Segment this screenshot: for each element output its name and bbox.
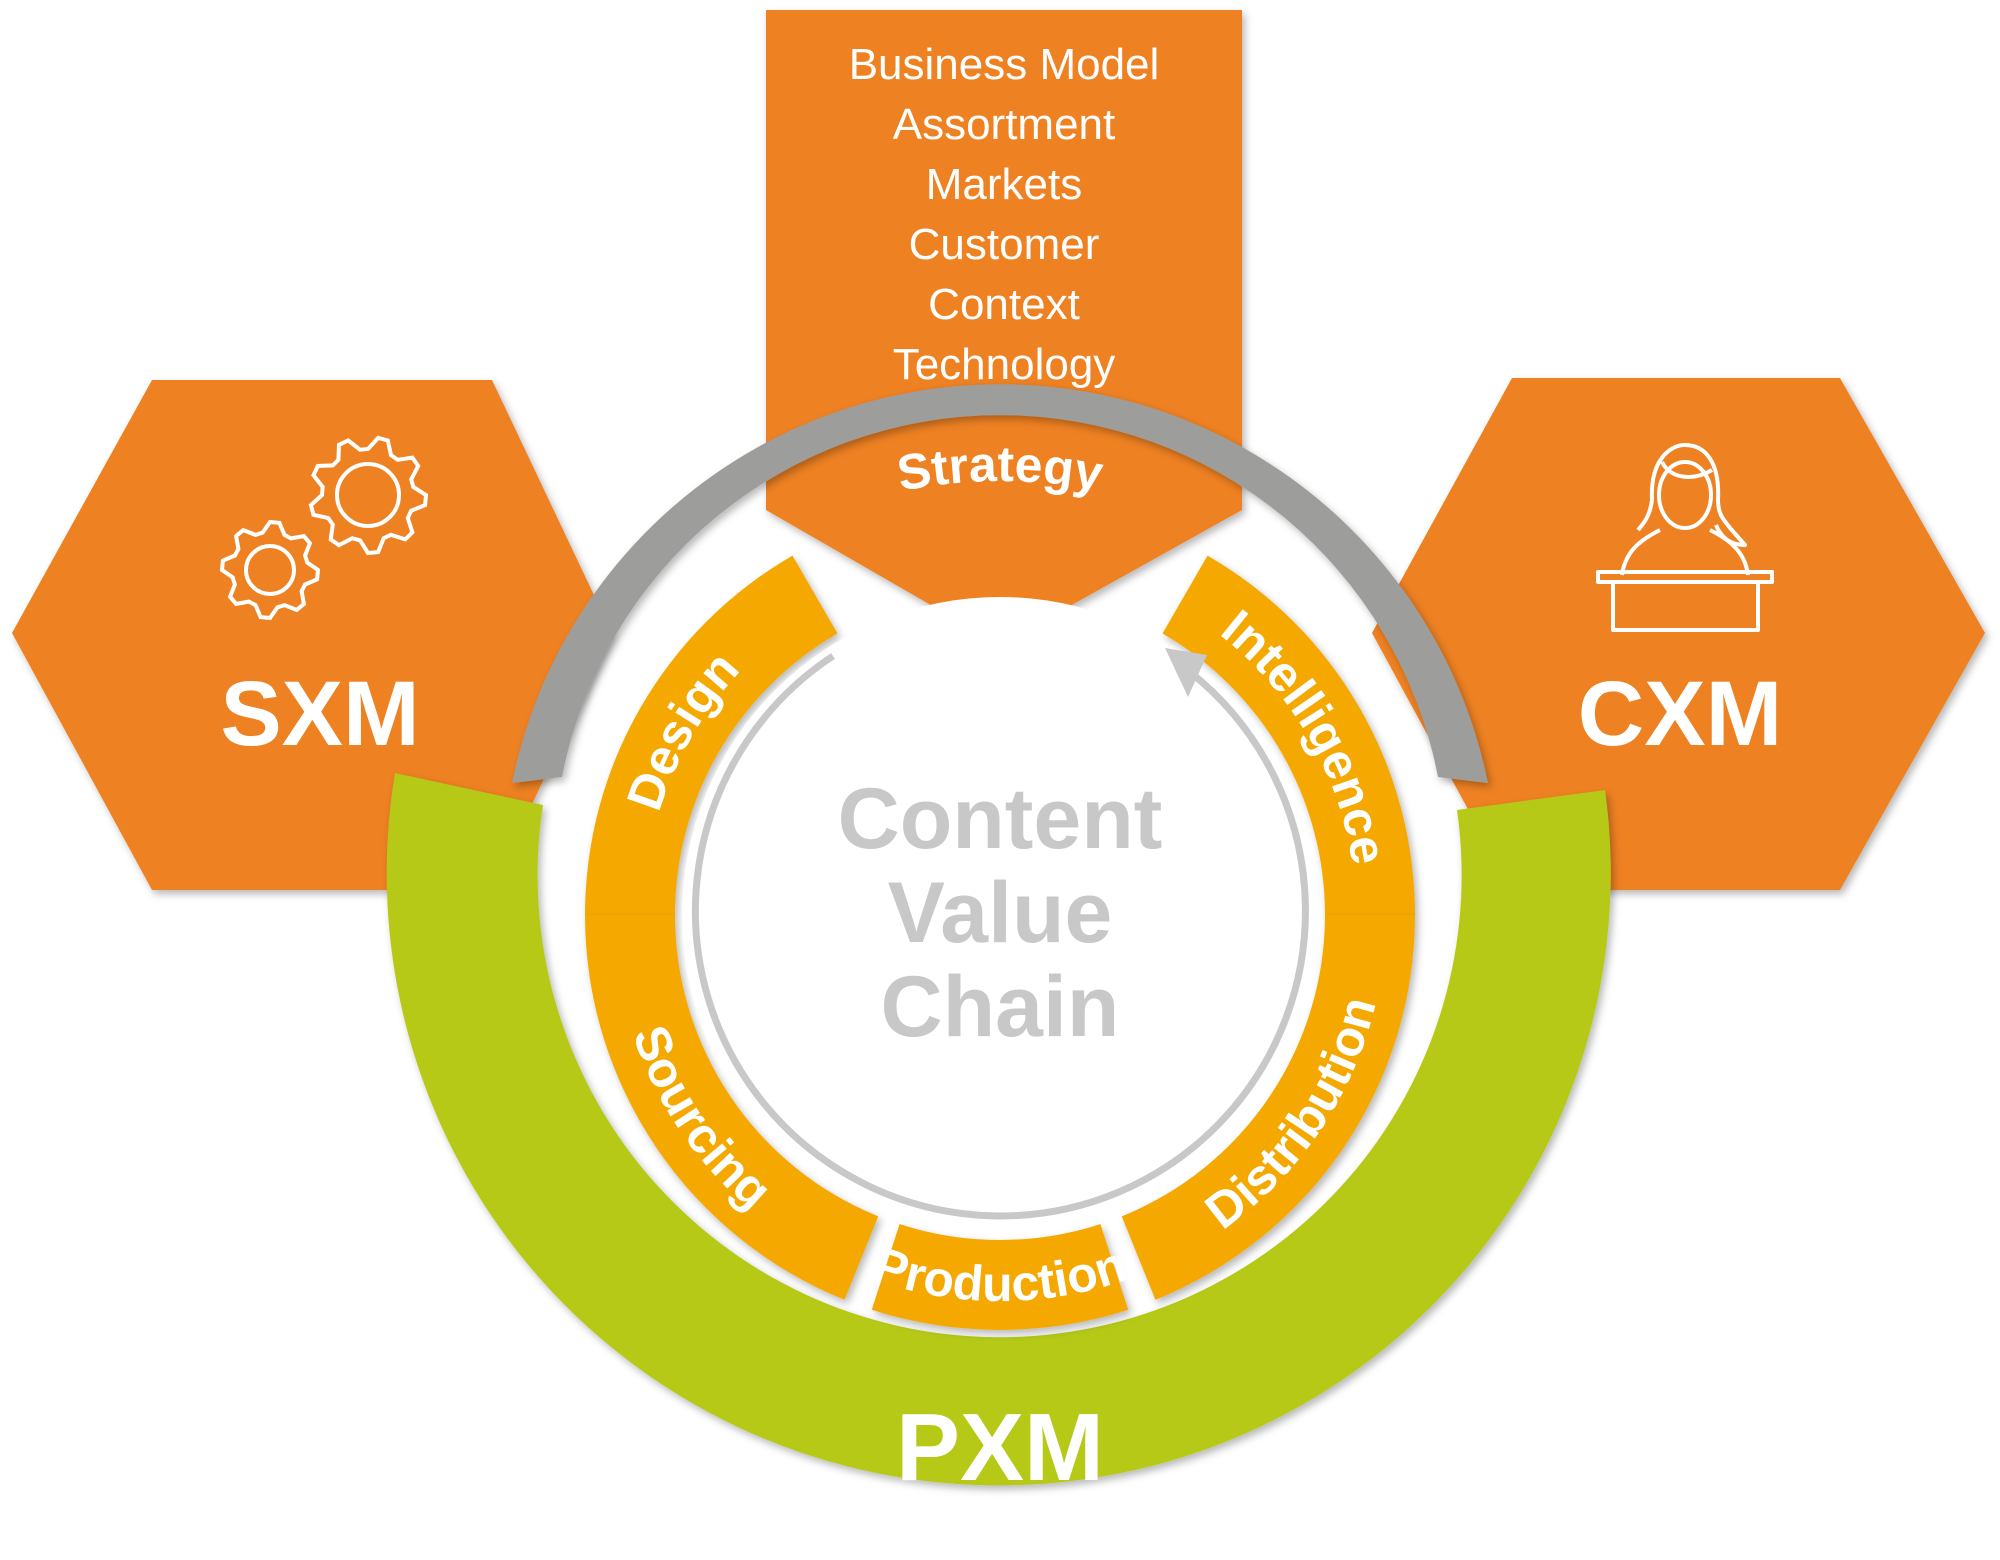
segment-design [585,555,838,915]
center-line-2: Value [888,865,1113,961]
inner-circle [682,597,1318,1233]
strategy-label-path: Strategy [893,436,1107,502]
strategy-label: Strategy [893,436,1107,502]
cycle-arrow [691,653,1309,1220]
center-line-3: Chain [881,959,1120,1055]
strategy-item-business-model: Business Model [848,40,1160,89]
strategy-item-context: Context [928,280,1080,329]
segment-production [871,1224,1129,1331]
gears-icon [219,435,429,621]
center-line-1: Content [838,771,1163,867]
sxm-hexagon [12,380,612,890]
strategy-box [766,10,1242,645]
gear-large-icon [308,435,429,556]
pxm-label: PXM [896,1394,1104,1501]
strategy-item-technology: Technology [892,340,1116,389]
segment-sourcing [585,915,879,1300]
segment-intelligence [1162,555,1415,915]
cxm-label: CXM [1578,663,1782,765]
strategy-ring [512,384,1488,783]
sxm-label: SXM [220,663,419,765]
gear-small-icon [219,519,321,621]
strategy-item-markets: Markets [925,160,1083,209]
strategy-item-assortment: Assortment [892,100,1116,149]
cycle-arrowhead-icon [1165,648,1207,697]
segment-distribution [1121,915,1415,1300]
pxm-ring [386,773,1611,1486]
cxm-hexagon [1372,378,1985,890]
strategy-item-customer: Customer [908,220,1100,269]
person-laptop-icon [1596,443,1774,632]
